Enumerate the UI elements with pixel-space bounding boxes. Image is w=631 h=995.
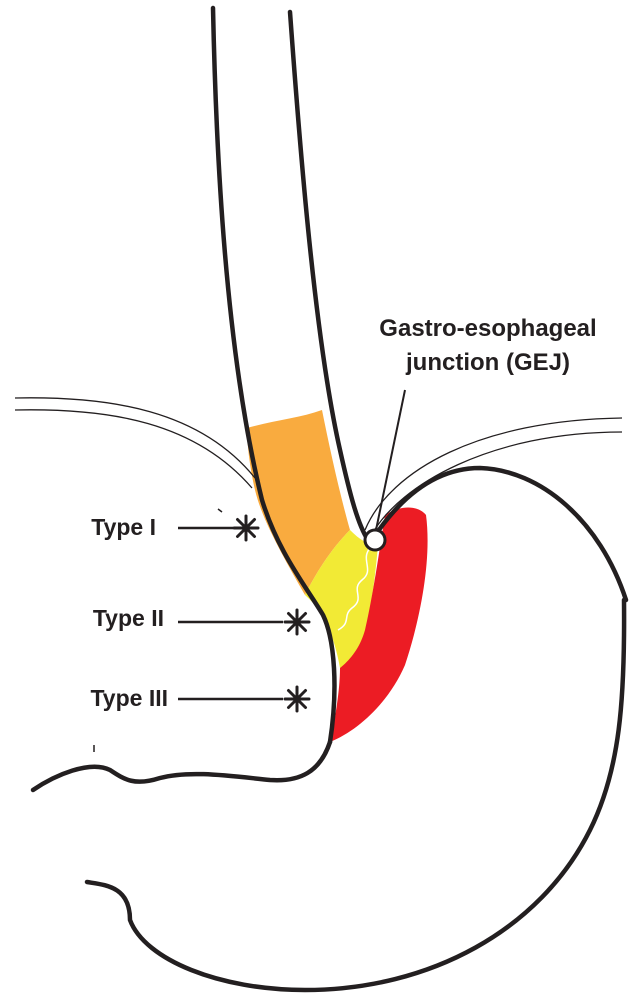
type2-label: Type II [20, 605, 164, 631]
type1-label: Type I [20, 514, 156, 540]
gej-label-line1: Gastro-esophageal [348, 312, 628, 346]
diaphragm-left-line-2 [15, 410, 252, 488]
stray-mark [218, 509, 222, 512]
type1-asterisk-icon [234, 516, 258, 540]
type3-label: Type III [20, 685, 168, 711]
stomach-outline-lesser-curvature [33, 742, 330, 790]
esophagus-left-wall [213, 8, 334, 742]
type2-asterisk-icon [285, 610, 309, 634]
type3-asterisk-icon [285, 687, 309, 711]
gej-label-line2: junction (GEJ) [348, 346, 628, 380]
gej-label: Gastro-esophageal junction (GEJ) [348, 312, 628, 380]
gej-marker-circle [365, 530, 385, 550]
